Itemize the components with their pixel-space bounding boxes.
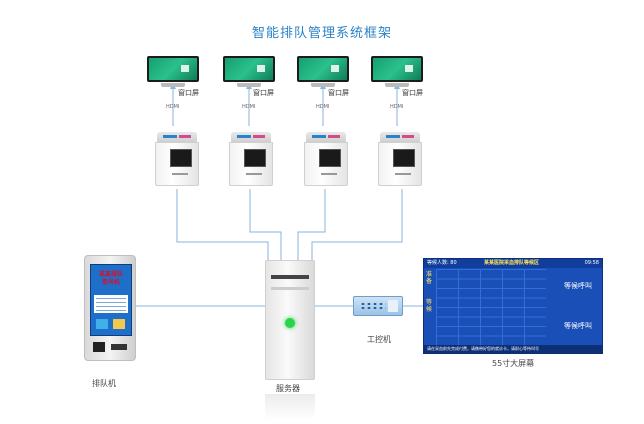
big-screen-title: 某某医院采血排队等候区 — [484, 260, 540, 266]
window-monitor-1 — [147, 56, 199, 87]
window-monitor-2 — [223, 56, 275, 87]
monitor-stand — [385, 83, 409, 87]
ipc-vents — [360, 302, 386, 310]
monitor-label-3: 窗口屏 — [328, 89, 349, 97]
queue-screen-button-a — [96, 319, 108, 329]
queue-screen-list — [94, 295, 128, 313]
link-kiosk-3-server — [297, 189, 326, 262]
monitor-stand — [237, 83, 261, 87]
industrial-pc — [353, 296, 403, 316]
window-terminal-1 — [155, 132, 199, 186]
queue-machine-screen: 某某排队 取号机 — [90, 264, 132, 336]
server-label: 服务器 — [276, 384, 300, 393]
window-terminal-4 — [378, 132, 422, 186]
side-label-mid: 等候 — [426, 299, 433, 313]
windows-logo-icon — [331, 65, 339, 72]
waiting-count: 等候人数: 80 — [427, 260, 457, 266]
big-screen-footer: 请在采血前先完成付费，请携带好您的就诊卡，请耐心等待叫号 — [424, 345, 602, 353]
queue-screen-button-b — [113, 319, 125, 329]
queue-screen-title-line2: 取号机 — [101, 279, 120, 286]
window-monitor-3 — [297, 56, 349, 87]
queue-screen-title-line1: 某某排队 — [98, 271, 123, 278]
side-label-top: 准备 — [426, 271, 433, 285]
server-reflection — [265, 394, 315, 420]
monitor-screen — [373, 58, 421, 80]
link-kiosk-4-server — [311, 189, 403, 262]
power-led-icon — [285, 318, 295, 328]
queue-screen-title: 某某排队 取号机 — [91, 271, 131, 287]
big-screen-header: 等候人数: 80 某某医院采血排队等候区 09:58 — [424, 259, 602, 268]
monitor-stand — [311, 83, 335, 87]
windows-logo-icon — [405, 65, 413, 72]
monitor-screen — [299, 58, 347, 80]
monitor-screen — [149, 58, 197, 80]
hdmi-label-4: HDMI — [390, 104, 404, 110]
window-monitor-4 — [371, 56, 423, 87]
big-screen-label: 55寸大屏幕 — [492, 359, 535, 368]
monitor-screen — [225, 58, 273, 80]
diagram-title: 智能排队管理系统框架 — [251, 26, 392, 41]
big-display-screen: 等候人数: 80 某某医院采血排队等候区 09:58 准备 等候 等候呼叫 等候… — [423, 258, 603, 354]
window-terminal-2 — [229, 132, 273, 186]
call-text-2: 等候呼叫 — [564, 322, 592, 330]
card-reader — [93, 342, 105, 352]
ticket-printer-slot — [111, 344, 127, 350]
link-kiosk-2-server — [249, 189, 282, 262]
server-tower — [265, 260, 315, 380]
hdmi-label-2: HDMI — [242, 104, 256, 110]
ipc-panel — [388, 300, 398, 312]
server-drive-bay-2 — [271, 287, 309, 290]
monitor-stand — [161, 83, 185, 87]
link-kiosk-1-server — [176, 189, 269, 262]
queue-machine: 某某排队 取号机 — [84, 255, 136, 361]
windows-logo-icon — [181, 65, 189, 72]
hdmi-label-1: HDMI — [166, 104, 180, 110]
monitor-label-2: 窗口屏 — [253, 89, 274, 97]
windows-logo-icon — [257, 65, 265, 72]
queue-machine-label: 排队机 — [92, 379, 116, 388]
window-terminal-3 — [304, 132, 348, 186]
queue-grid — [436, 269, 546, 345]
ipc-label: 工控机 — [367, 335, 391, 344]
hdmi-label-3: HDMI — [316, 104, 330, 110]
big-screen-time: 09:58 — [584, 260, 599, 266]
server-drive-bay — [271, 275, 309, 279]
call-text-1: 等候呼叫 — [564, 282, 592, 290]
monitor-label-1: 窗口屏 — [178, 89, 199, 97]
monitor-label-4: 窗口屏 — [402, 89, 423, 97]
